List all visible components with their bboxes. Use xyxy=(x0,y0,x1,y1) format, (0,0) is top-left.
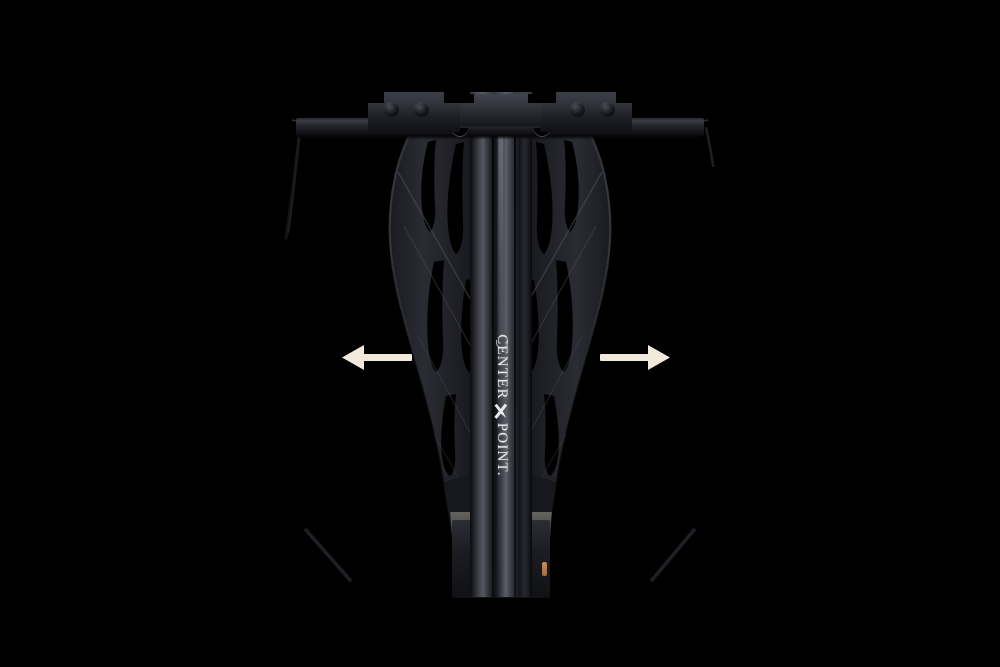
rail-groove-left xyxy=(492,92,494,597)
limb-bolt-hole-outer xyxy=(600,102,615,117)
riser-bar-shadow xyxy=(300,134,700,140)
limb-bolt-hole-inner xyxy=(414,102,429,117)
limb-bolt-hole-outer xyxy=(384,102,399,117)
limb-bolt-hole-inner xyxy=(570,102,585,117)
riser-center-block-notch-left xyxy=(460,94,474,103)
right-direction-arrow[interactable] xyxy=(598,340,672,376)
left-direction-arrow[interactable] xyxy=(340,340,414,376)
rail-groove-right xyxy=(514,92,516,597)
fletching-vane-right xyxy=(542,562,547,576)
limb-pocket-left xyxy=(368,92,460,132)
rail-clamp-detail xyxy=(496,340,508,348)
limb-pocket-right xyxy=(540,92,632,132)
riser-center-block-notch-right xyxy=(528,94,542,103)
